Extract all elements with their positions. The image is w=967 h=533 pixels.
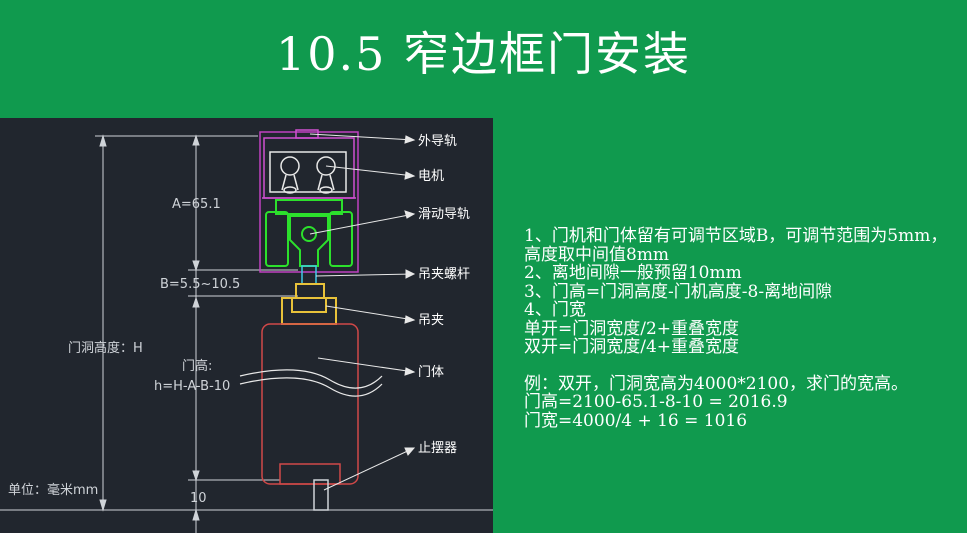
callout-stopper: 止摆器	[418, 441, 457, 456]
door-height-dimension	[188, 296, 280, 482]
operator-housing	[259, 129, 359, 273]
installation-diagram: 外导轨 电机 滑动导轨 吊夹螺杆 吊夹 门体 止摆器 A=65.1 B=5.5~…	[0, 118, 493, 533]
sliding-rail	[265, 199, 353, 267]
dimension-b	[188, 270, 298, 297]
callout-hanger-clamp: 吊夹	[418, 313, 444, 328]
dimension-a-label: A=65.1	[172, 197, 221, 212]
door-height-title: 门高:	[182, 358, 212, 374]
note-line: 3、门高=门洞高度-门机高度-8-离地间隙	[524, 281, 833, 302]
callout-motor: 电机	[418, 169, 444, 184]
callout-outer-rail: 外导轨	[418, 134, 457, 149]
note-line: 4、门宽	[524, 300, 586, 320]
floor-gap-dimension	[192, 480, 200, 533]
stopper	[313, 479, 329, 511]
spacer	[524, 357, 964, 375]
callout-sliding-rail: 滑动导轨	[418, 207, 470, 222]
example-line: 门宽=4000/4 + 16 = 1016	[524, 410, 748, 431]
hanger-clamp	[281, 283, 337, 325]
note-line: 2、离地间隙一般预留10mm	[524, 263, 742, 283]
page-title: 10.5 窄边框门安装	[275, 27, 692, 81]
floor-gap-label: 10	[190, 491, 207, 506]
dimension-a	[188, 134, 298, 272]
unit-label: 单位：毫米mm	[8, 482, 98, 498]
door-height-formula: h=H-A-B-10	[154, 379, 230, 394]
callout-hanger-screw: 吊夹螺杆	[418, 267, 470, 282]
notes-panel: 1、门机和门体留有可调节区域B，可调节范围为5mm，高度取中间值8mm 2、离地…	[524, 227, 964, 430]
door-body	[261, 323, 359, 485]
opening-height-label: 门洞高度：H	[68, 340, 143, 356]
hanger-screw	[298, 265, 320, 285]
callout-door-body: 门体	[418, 365, 444, 380]
note-line: 单开=门洞宽度/2+重叠宽度	[524, 318, 740, 339]
break-line	[239, 369, 383, 389]
note-line: 双开=门洞宽度/4+重叠宽度	[524, 337, 740, 357]
opening-height-dimension	[95, 134, 258, 512]
break-line	[239, 377, 383, 397]
note-line: 1、门机和门体留有可调节区域B，可调节范围为5mm，高度取中间值8mm	[524, 226, 948, 265]
motor	[269, 151, 347, 194]
dimension-b-label: B=5.5~10.5	[160, 277, 240, 292]
callout-leaders	[309, 133, 416, 491]
example-line: 门高=2100-65.1-8-10 = 2016.9	[524, 392, 788, 412]
example-line: 例：双开，门洞宽高为4000*2100，求门的宽高。	[524, 373, 909, 394]
